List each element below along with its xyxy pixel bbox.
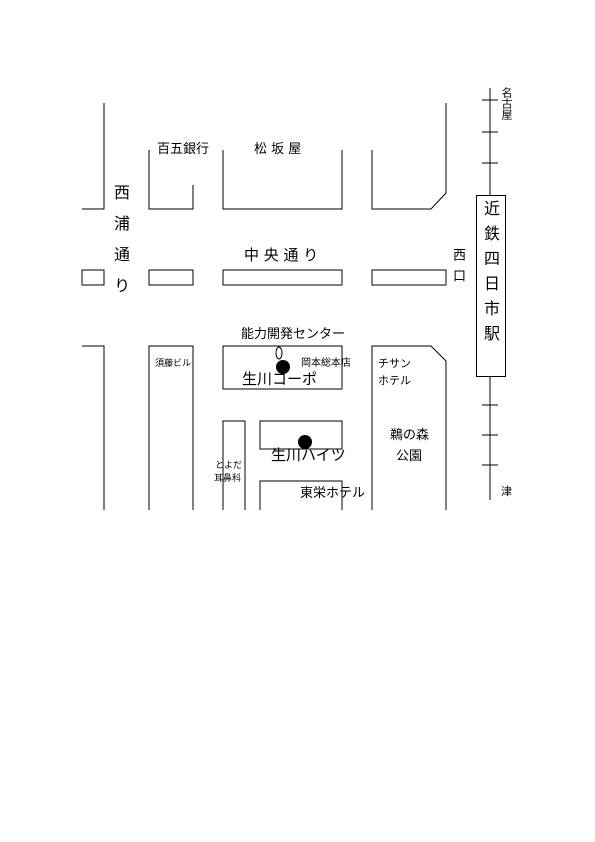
station-label: 近鉄四日市駅 [481,200,500,350]
nishiura-dori-label: 西浦通り [111,184,130,308]
ikugawa-corpo-location-icon [276,360,290,374]
block-chisan-hotel [371,345,447,510]
block-west-top [82,103,105,210]
tsu-direction-label: 津 [501,485,512,498]
matsuzakaya-label: 松 坂 屋 [254,142,302,157]
block-toyoda-clinic [222,420,246,510]
okamoto-honten-label: 岡本総本店 [301,358,351,369]
block-west-bottom [82,345,105,510]
block-toei-hotel [259,480,343,510]
toyoda-clinic-label-line1: とよだ [215,461,243,471]
ikugawa-heights-label: 生川ハイツ [271,446,346,464]
block-east-middle [371,269,447,286]
toyoda-clinic-label-line2: 耳鼻科 [214,474,242,484]
block-west-middle [81,269,105,286]
block-matsuzakaya [222,150,343,210]
block-sudo-bldg [148,345,194,510]
block-hyakugo-bank [148,150,194,210]
block-hyakugo-middle [148,269,194,286]
unomori-park-label-line1: 鵜の森 [390,428,430,443]
block-east-top [371,103,447,210]
chuo-dori-label: 中 央 通 り [244,246,319,264]
chisan-hotel-label-line1: チサン [378,357,411,370]
nagoya-direction-label: 名古屋 [500,87,513,120]
ikugawa-heights-location-icon [298,435,312,449]
noryoku-center-label: 能力開発センター [241,327,346,342]
block-ikugawa-heights [259,420,343,450]
noryoku-center-marker-icon [275,346,283,360]
chisan-hotel-label-line2: ホテル [378,374,411,387]
sudo-bldg-label: 須藤ビル [155,359,192,369]
block-noryoku-center [222,345,343,390]
unomori-park-label-line2: 公園 [396,449,423,464]
ikugawa-corpo-label: 生川コーポ [242,370,318,388]
nishiguchi-label: 西口 [450,248,465,290]
hyakugo-bank-label: 百五銀行 [157,142,210,157]
toei-hotel-label: 東栄ホテル [300,486,366,501]
kintetsu-yokkaichi-station [476,195,506,377]
block-chuo-middle [222,269,343,286]
